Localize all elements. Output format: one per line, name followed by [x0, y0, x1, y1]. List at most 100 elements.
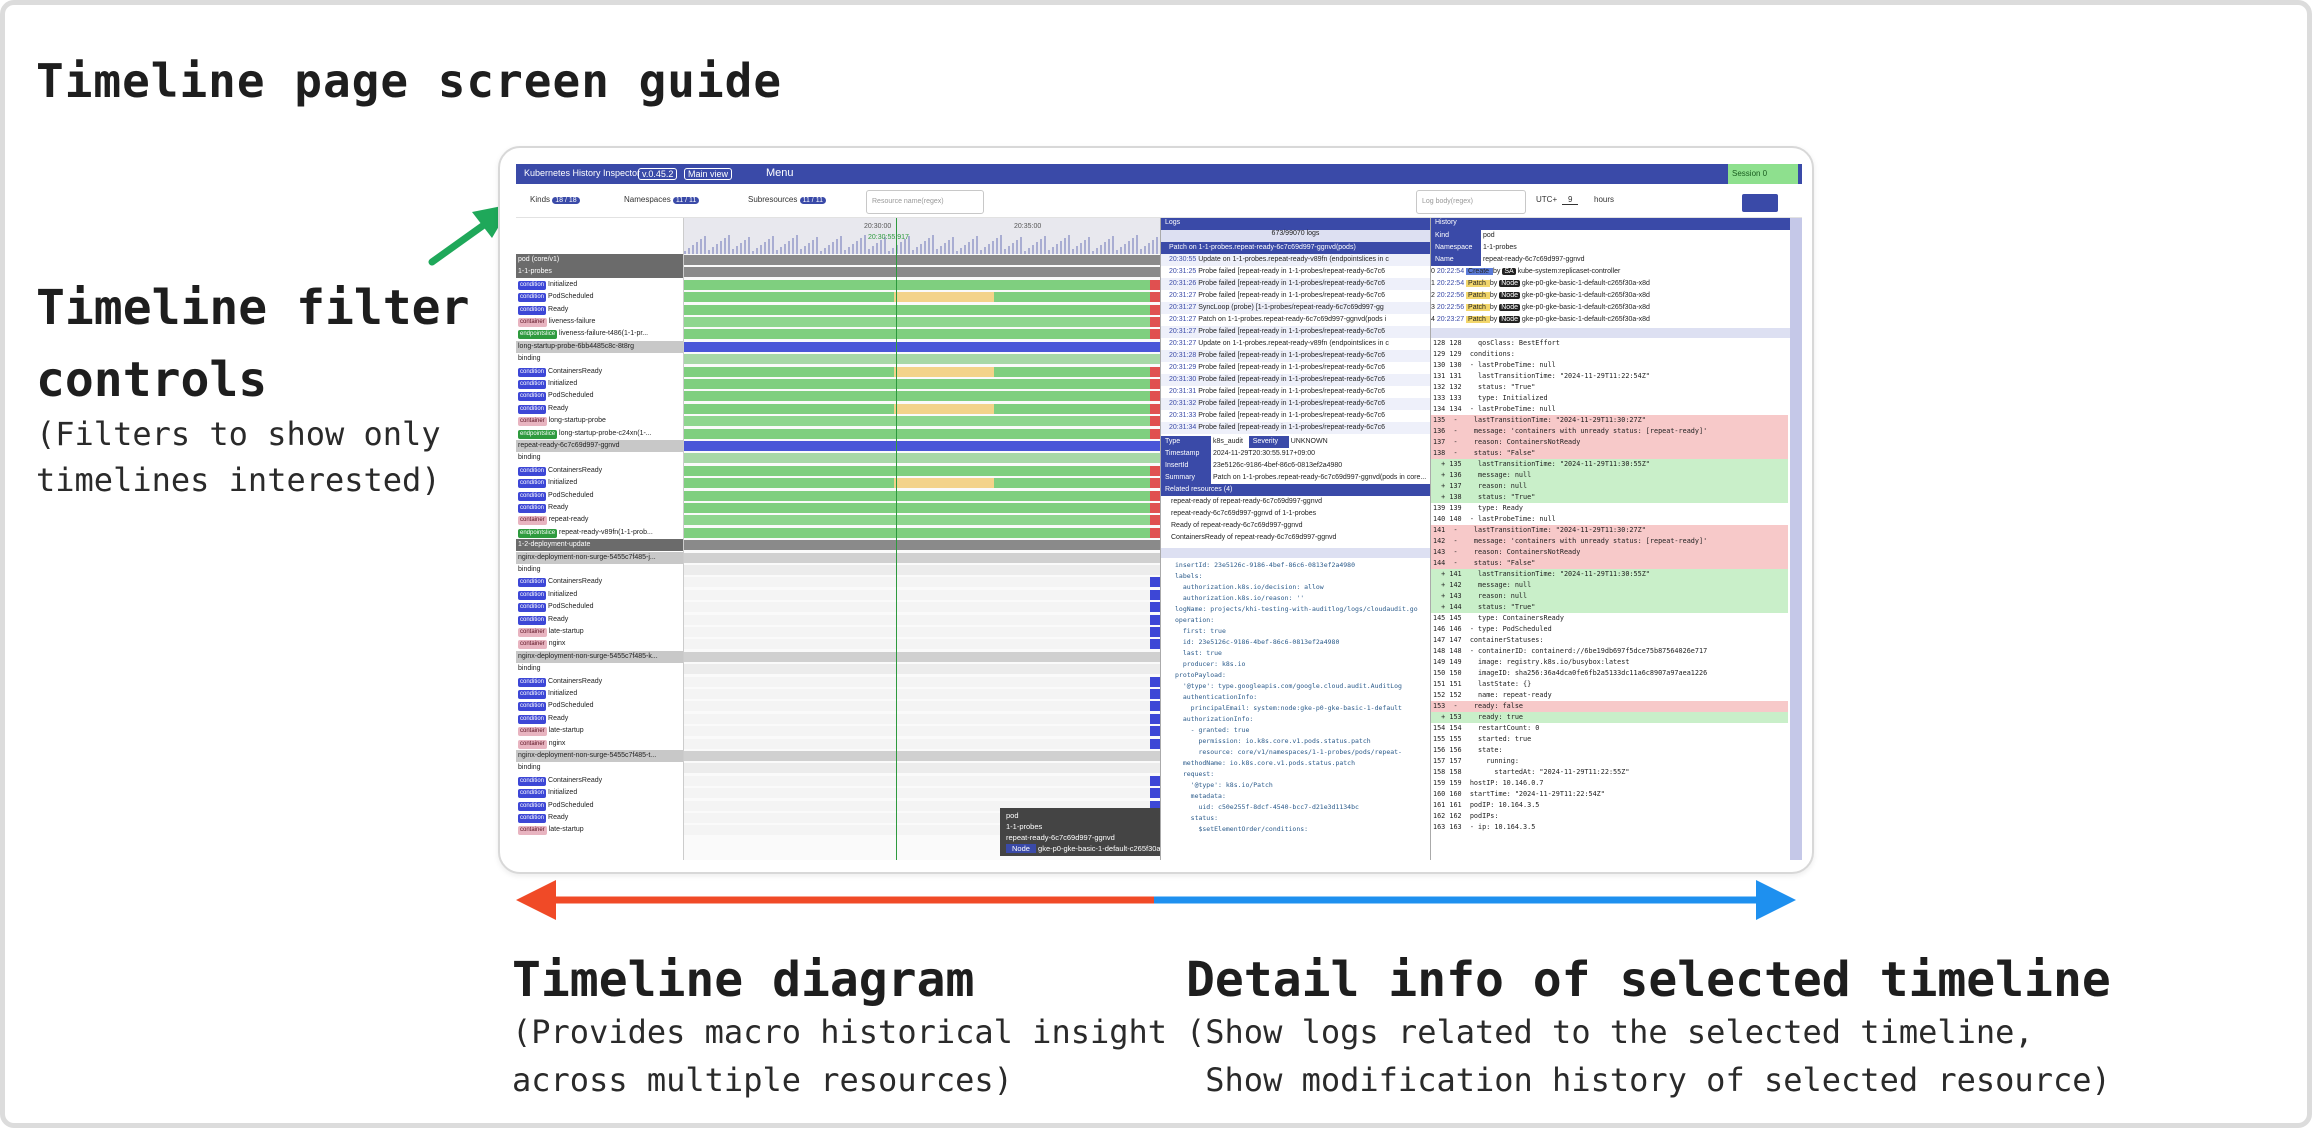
- timeline-empty-bar[interactable]: [684, 589, 1160, 600]
- timeline-bars[interactable]: [684, 254, 1160, 860]
- timeline-empty-bar[interactable]: [684, 676, 1160, 687]
- log-line[interactable]: 20:31:27 SyncLoop (probe) [1-1-probes/re…: [1161, 302, 1430, 314]
- log-line[interactable]: 20:31:27 Probe failed [repeat-ready in 1…: [1161, 326, 1430, 338]
- revision-row[interactable]: 2 20:22:56 Patch by Node gke-p0-gke-basi…: [1431, 290, 1802, 302]
- revision-row[interactable]: 4 20:23:27 Patch by Node gke-p0-gke-basi…: [1431, 314, 1802, 326]
- log-line[interactable]: 20:31:31 Probe failed [repeat-ready in 1…: [1161, 386, 1430, 398]
- timeline-state-bar[interactable]: [1150, 775, 1160, 786]
- timeline-row-label[interactable]: repeat-ready-6c7c69d997-ggnvd: [516, 440, 683, 452]
- timeline-state-bar[interactable]: [1150, 627, 1160, 637]
- log-line[interactable]: 20:31:34 Probe failed [repeat-ready in 1…: [1161, 422, 1430, 434]
- timeline-resource-bar[interactable]: [684, 267, 1160, 278]
- timeline-state-bar[interactable]: [684, 317, 1154, 327]
- related-resource-item[interactable]: repeat-ready-6c7c69d997-ggnvd of 1-1-pro…: [1171, 510, 1317, 517]
- namespaces-filter[interactable]: Namespaces 11 / 11: [624, 195, 700, 204]
- timeline-state-bar[interactable]: [684, 428, 1154, 439]
- timeline-resource-bar[interactable]: [684, 255, 1160, 265]
- timeline-row-label[interactable]: binding: [516, 663, 683, 675]
- timeline-state-bar[interactable]: [1150, 788, 1160, 799]
- timeline-state-bar[interactable]: [1150, 366, 1160, 377]
- timeline-state-bar[interactable]: [684, 304, 1154, 315]
- timeline-empty-bar[interactable]: [684, 813, 1160, 823]
- timeline-state-bar[interactable]: [1150, 279, 1160, 290]
- related-resource-item[interactable]: Ready of repeat-ready-6c7c69d997-ggnvd: [1171, 522, 1303, 529]
- timeline-binding-bar[interactable]: [684, 763, 1160, 774]
- timeline-row-label[interactable]: nginx-deployment-non-surge-5455c7f485-k.…: [516, 650, 683, 663]
- timeline-empty-bar[interactable]: [684, 775, 1160, 786]
- timeline-state-bar[interactable]: [1150, 391, 1160, 402]
- log-line[interactable]: 20:31:25 Probe failed [repeat-ready in 1…: [1161, 266, 1430, 278]
- timeline-state-bar[interactable]: [1150, 602, 1160, 613]
- timeline-row-label[interactable]: pod (core/v1): [516, 254, 683, 266]
- timeline-state-bar[interactable]: [684, 416, 1154, 427]
- timeline-state-bar[interactable]: [1150, 428, 1160, 439]
- timeline-state-bar[interactable]: [1150, 689, 1160, 699]
- timeline-state-bar[interactable]: [1150, 527, 1160, 538]
- revision-row[interactable]: 0 20:22:54 Create by SA kube-system:repl…: [1431, 266, 1802, 278]
- session-badge[interactable]: Session 0: [1728, 164, 1798, 184]
- timeline-empty-bar[interactable]: [684, 726, 1160, 737]
- timeline-state-bar[interactable]: [1150, 478, 1160, 489]
- timeline-state-bar[interactable]: [1150, 416, 1160, 427]
- log-line[interactable]: 20:31:30 Probe failed [repeat-ready in 1…: [1161, 374, 1430, 386]
- timeline-state-bar[interactable]: [1150, 639, 1160, 650]
- timeline-empty-bar[interactable]: [684, 639, 1160, 650]
- log-line[interactable]: 20:31:33 Probe failed [repeat-ready in 1…: [1161, 410, 1430, 422]
- timeline-state-bar[interactable]: [684, 503, 1154, 513]
- timeline-binding-bar[interactable]: [684, 565, 1160, 575]
- timeline-row-label[interactable]: long-startup-probe-6bb4485c8c-8t8rg: [516, 340, 683, 353]
- timeline-state-bar[interactable]: [684, 515, 1154, 526]
- timeline-state-bar[interactable]: [1150, 701, 1160, 712]
- timeline-state-bar[interactable]: [684, 329, 1154, 340]
- timeline-state-bar[interactable]: [1150, 292, 1160, 303]
- timeline-state-bar[interactable]: [1150, 726, 1160, 737]
- timeline-row-label[interactable]: binding: [516, 452, 683, 464]
- timeline-binding-bar[interactable]: [684, 664, 1160, 675]
- resource-name-input[interactable]: Resource name(regex): [866, 190, 984, 214]
- history-scrollbar[interactable]: [1790, 218, 1802, 860]
- timeline-empty-bar[interactable]: [684, 701, 1160, 712]
- log-line[interactable]: 20:31:27 Probe failed [repeat-ready in 1…: [1161, 290, 1430, 302]
- log-line[interactable]: 20:31:27 Update on 1-1-probes.repeat-rea…: [1161, 338, 1430, 350]
- utc-offset-input[interactable]: 9: [1562, 195, 1579, 205]
- timeline-state-bar[interactable]: [1150, 515, 1160, 526]
- timeline-state-bar[interactable]: [684, 279, 1154, 290]
- log-line[interactable]: 20:31:32 Probe failed [repeat-ready in 1…: [1161, 398, 1430, 410]
- timeline-empty-bar[interactable]: [684, 602, 1160, 613]
- timeline-state-bar[interactable]: [1150, 317, 1160, 327]
- timeline-row-label[interactable]: binding: [516, 353, 683, 365]
- timeline-empty-bar[interactable]: [684, 689, 1160, 699]
- timeline-empty-bar[interactable]: [684, 627, 1160, 637]
- subresources-filter[interactable]: Subresources 11 / 11: [748, 195, 826, 204]
- log-line[interactable]: 20:31:28 Probe failed [repeat-ready in 1…: [1161, 350, 1430, 362]
- timeline-state-bar[interactable]: [684, 490, 1154, 501]
- revision-row[interactable]: 3 20:22:56 Patch by Node gke-p0-gke-basi…: [1431, 302, 1802, 314]
- timeline-empty-bar[interactable]: [684, 614, 1160, 625]
- timeline-row-label[interactable]: 1-2-deployment-update: [516, 539, 683, 552]
- timeline-state-bar[interactable]: [1150, 577, 1160, 588]
- timeline-state-bar[interactable]: [1150, 379, 1160, 389]
- timeline-state-bar[interactable]: [684, 527, 1154, 538]
- kinds-filter[interactable]: Kinds 18 / 18: [530, 195, 580, 204]
- timeline-empty-bar[interactable]: [684, 825, 1160, 836]
- filter-apply-button[interactable]: [1742, 194, 1778, 212]
